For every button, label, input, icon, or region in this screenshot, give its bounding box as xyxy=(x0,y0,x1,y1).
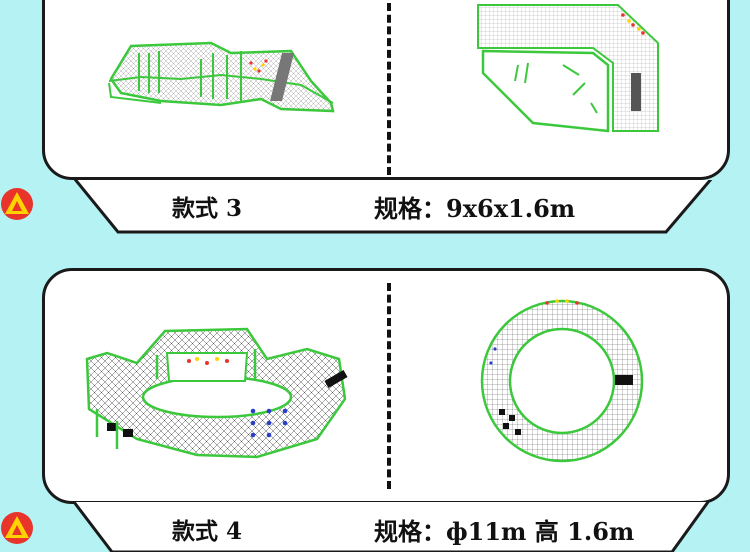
card-divider xyxy=(387,283,391,489)
banner-frame xyxy=(73,180,713,234)
model-3-card xyxy=(42,0,730,180)
model-3-style-label: 款式 3 xyxy=(172,195,243,222)
model-3-spec-label: 规格：9x6x1.6m xyxy=(374,194,576,223)
card-divider xyxy=(387,3,391,175)
warning-triangle-icon xyxy=(1,188,33,220)
model-3-perspective-illustration xyxy=(108,41,335,113)
model-4-card xyxy=(42,268,730,504)
model-4-style-label: 款式 4 xyxy=(172,518,243,545)
model-4-info-banner: 款式 4 规格：ф11m 高 1.6m xyxy=(0,492,750,552)
model-4-plan-illustration xyxy=(480,299,644,463)
banner-frame xyxy=(72,501,710,552)
model-3-info-banner: 款式 3 规格：9x6x1.6m xyxy=(0,180,750,240)
model-4-spec-label: 规格：ф11m 高 1.6m xyxy=(374,517,635,546)
warning-triangle-icon xyxy=(1,512,33,544)
model-3-plan-illustration xyxy=(477,4,659,133)
model-4-perspective-illustration xyxy=(85,327,348,459)
